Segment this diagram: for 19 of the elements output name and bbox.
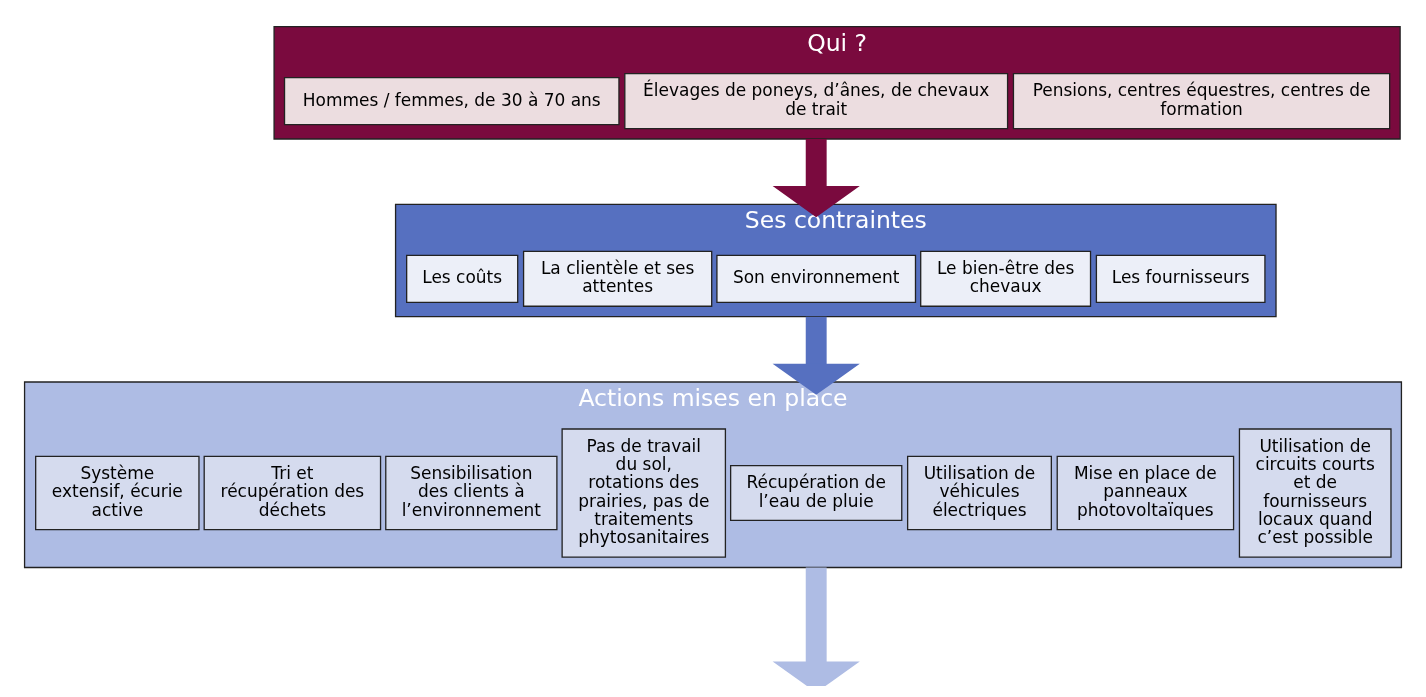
node-box: Sensibilisation des clients à l’environnement: [385, 455, 558, 531]
node-box: Système extensif, écurie active: [35, 455, 200, 531]
arrow: [772, 139, 860, 218]
arrow: [772, 567, 860, 686]
node-box: Tri et récupération des déchets: [203, 455, 382, 531]
node-box: Hommes / femmes, de 30 à 70 ans: [283, 76, 620, 126]
node-box: Utilisation de véhicules électriques: [907, 455, 1052, 531]
node-box: Pensions, centres équestres, centres de formation: [1012, 73, 1391, 130]
node-box: La clientèle et ses attentes: [522, 250, 713, 307]
node-box: Les fournisseurs: [1095, 254, 1266, 303]
node-box: Mise en place de panneaux photovoltaïques: [1056, 455, 1235, 531]
node-box: Son environnement: [716, 254, 917, 303]
node-box: Le bien-être des chevaux: [920, 250, 1092, 307]
node-box: Élevages de poneys, d’ânes, de chevaux de trait: [624, 73, 1009, 130]
arrow: [772, 316, 860, 395]
node-box: Récupération de l’eau de pluie: [730, 464, 903, 522]
node-box: Pas de travail du sol, rotations des prairies, pas de traitements phytosanitaires: [561, 428, 727, 558]
node-box: Les coûts: [406, 254, 519, 303]
node-box: Utilisation de circuits courts et de fournisseurs locaux quand c’est possible: [1238, 428, 1392, 558]
